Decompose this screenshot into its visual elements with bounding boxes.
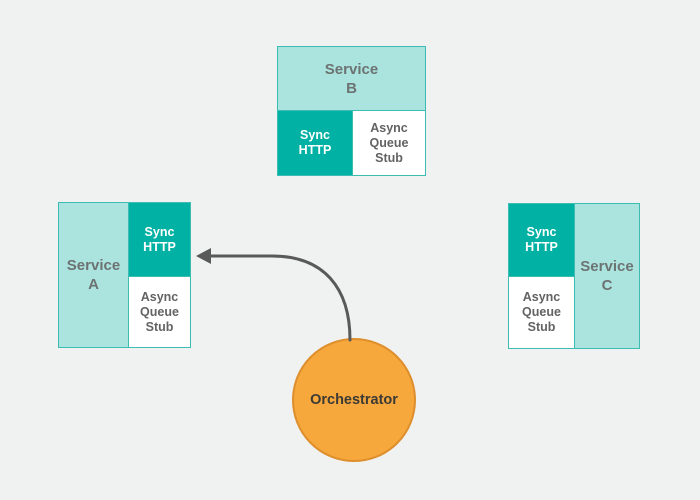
arrow-line (206, 254, 352, 342)
orchestrator-label: Orchestrator (310, 392, 398, 408)
orchestrator-node[interactable]: Orchestrator (292, 338, 416, 462)
service-b-title: Service B (278, 47, 425, 111)
service-c-node[interactable]: Sync HTTP Async Queue Stub Service C (508, 203, 640, 349)
service-a-sync-http-cell: Sync HTTP (129, 203, 190, 277)
orchestrator-to-service-a-arrow[interactable] (196, 248, 352, 342)
service-b-sync-http-cell: Sync HTTP (278, 111, 353, 175)
service-a-title: Service A (59, 203, 129, 347)
service-b-node[interactable]: Service B Sync HTTP Async Queue Stub (277, 46, 426, 176)
service-c-async-queue-stub-cell: Async Queue Stub (509, 277, 574, 348)
service-c-title: Service C (574, 204, 639, 348)
service-c-sync-http-cell: Sync HTTP (509, 204, 574, 277)
service-a-async-queue-stub-cell: Async Queue Stub (129, 277, 190, 347)
service-b-async-queue-stub-cell: Async Queue Stub (353, 111, 425, 175)
service-a-node[interactable]: Service A Sync HTTP Async Queue Stub (58, 202, 191, 348)
arrowhead-icon (196, 248, 211, 264)
